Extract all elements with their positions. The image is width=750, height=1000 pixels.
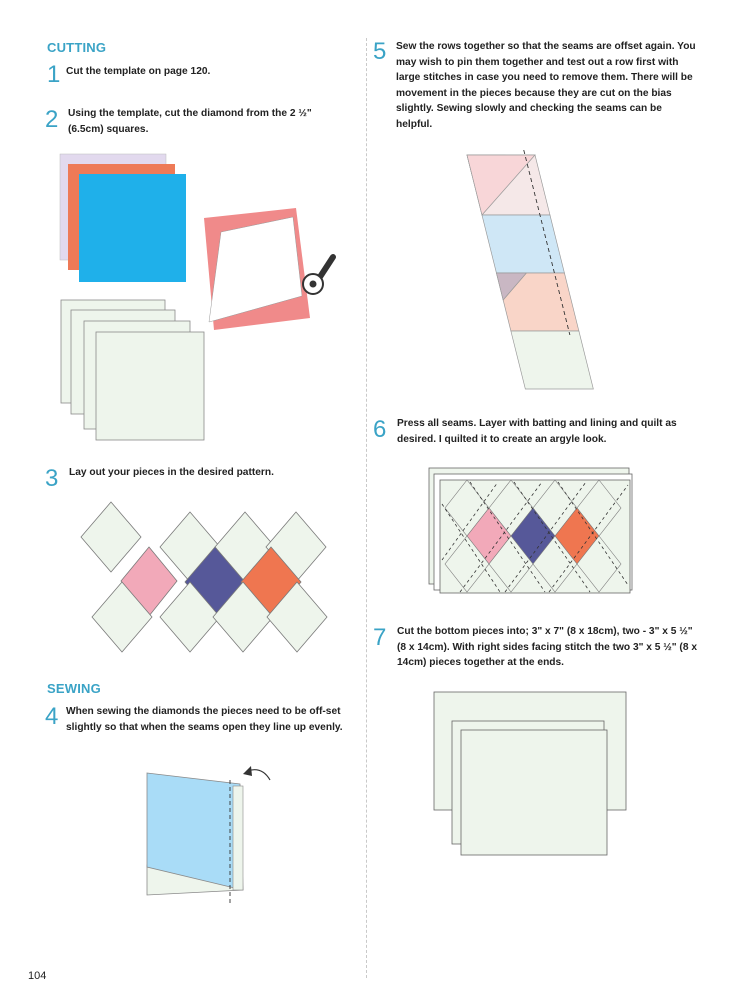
step-1-text: Cut the template on page 120. [66, 66, 211, 77]
diamond-mint [266, 581, 328, 653]
diamond-mint [212, 581, 274, 653]
section-heading-cutting: CUTTING [47, 40, 107, 55]
step-3-text: Lay out your pieces in the desired patte… [69, 467, 274, 478]
step-6-text: Press all seams. Layer with batting and … [397, 418, 677, 445]
section-heading-sewing: SEWING [47, 681, 101, 696]
diamond-mint [159, 581, 221, 653]
step-4-number: 4 [45, 703, 59, 730]
rotary-cutter-icon [302, 254, 336, 295]
step-2-text: Using the template, cut the diamond from… [68, 108, 312, 135]
seam-allowance [232, 785, 244, 891]
step-5-text: Sew the rows together so that the seams … [396, 41, 696, 130]
step-2-number: 2 [45, 106, 59, 133]
mint-squares-stack [60, 299, 205, 441]
step-1-number: 1 [47, 61, 61, 88]
step-4-text: When sewing the diamonds the pieces need… [66, 706, 343, 733]
column-divider [366, 38, 367, 978]
blue-square [79, 174, 186, 282]
diamond-mint [80, 501, 142, 573]
step-7-number: 7 [373, 624, 387, 651]
step-3-number: 3 [45, 465, 59, 492]
step-5-number: 5 [373, 38, 387, 65]
step-6-number: 6 [373, 416, 387, 443]
piece-3x5-half-b [460, 729, 608, 856]
quilting-lines [441, 481, 629, 593]
page-number: 104 [28, 970, 47, 982]
diamond-mint [91, 581, 153, 653]
step-7-text: Cut the bottom pieces into; 3" x 7" (8 x… [397, 626, 697, 668]
template-frame [204, 208, 310, 330]
